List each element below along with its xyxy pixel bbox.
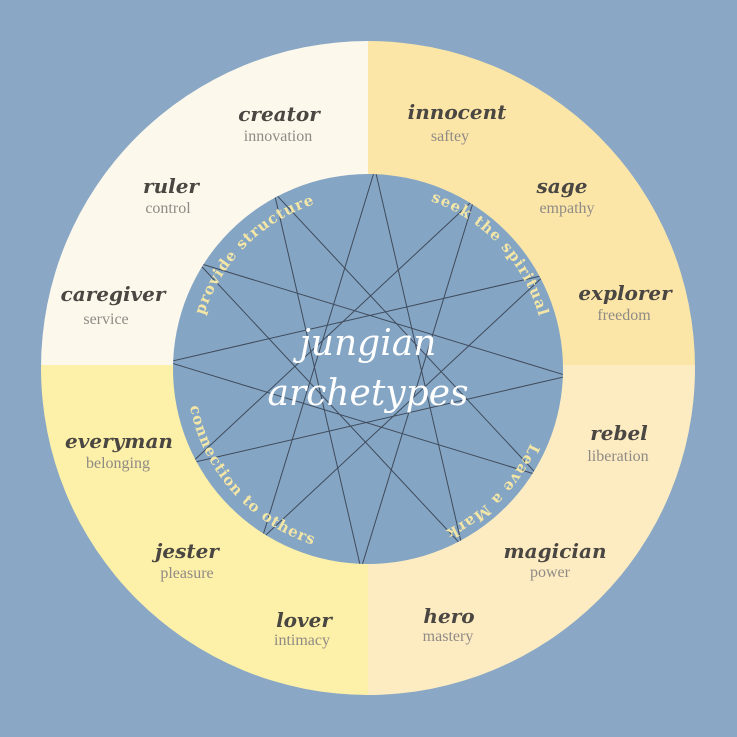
archetype-value: freedom — [597, 307, 651, 324]
archetype-value: control — [145, 200, 191, 217]
archetype-value: saftey — [431, 128, 469, 145]
archetype-name: jester — [151, 539, 220, 563]
archetype-lover: lover intimacy — [274, 608, 333, 649]
archetype-value: service — [83, 311, 128, 328]
archetype-name: ruler — [143, 174, 200, 198]
archetype-name: rebel — [590, 421, 648, 445]
archetype-hero: hero mastery — [423, 604, 475, 645]
archetype-caregiver: caregiver service — [61, 282, 167, 328]
archetype-ruler: ruler control — [143, 174, 200, 217]
archetype-name: sage — [536, 174, 588, 198]
archetype-innocent: innocent saftey — [408, 100, 507, 145]
archetype-value: innovation — [244, 128, 312, 145]
archetype-creator: creator innovation — [238, 102, 321, 145]
archetype-name: explorer — [578, 281, 673, 305]
archetype-value: pleasure — [160, 565, 213, 582]
archetype-name: hero — [423, 604, 474, 628]
archetype-sage: sage empathy — [536, 174, 595, 217]
archetype-name: creator — [238, 102, 321, 126]
inner-circle — [173, 174, 563, 564]
archetype-magician: magician power — [504, 539, 607, 581]
archetype-value: empathy — [539, 200, 594, 217]
archetype-value: liberation — [587, 448, 648, 465]
title-line-2: archetypes — [268, 373, 469, 414]
archetype-name: everyman — [65, 429, 173, 453]
archetype-value: power — [530, 564, 571, 581]
archetype-explorer: explorer freedom — [578, 281, 673, 324]
archetype-name: magician — [504, 539, 607, 563]
archetype-jester: jester pleasure — [151, 539, 220, 582]
archetype-value: intimacy — [274, 632, 330, 649]
archetype-name: innocent — [408, 100, 507, 124]
title-line-1: jungian — [293, 323, 437, 364]
archetype-value: mastery — [423, 628, 474, 645]
archetype-value: belonging — [86, 455, 150, 472]
archetype-everyman: everyman belonging — [65, 429, 173, 472]
archetype-name: caregiver — [61, 282, 167, 306]
archetype-name: lover — [276, 608, 333, 632]
archetype-rebel: rebel liberation — [587, 421, 648, 465]
